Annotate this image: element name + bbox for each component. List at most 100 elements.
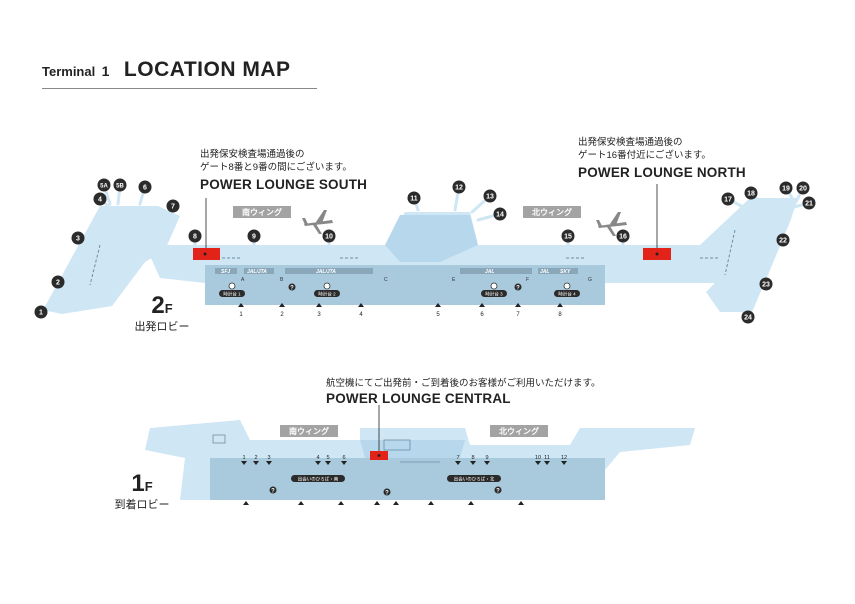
north-pier bbox=[700, 198, 798, 312]
north-wing-tag bbox=[490, 425, 548, 437]
south-lounge-note: 出発保安検査場通過後のゲート8番と9番の間にございます。 bbox=[200, 149, 352, 173]
gate-badge[interactable]: 5B bbox=[113, 178, 127, 192]
svg-text:?: ? bbox=[271, 489, 275, 495]
gate-badge[interactable]: 3 bbox=[71, 231, 85, 245]
airplane-icon bbox=[596, 212, 627, 236]
svg-text:F: F bbox=[526, 277, 529, 283]
gate-badge[interactable]: 21 bbox=[802, 196, 816, 210]
svg-text:14: 14 bbox=[496, 212, 504, 219]
gate-badge[interactable]: 12 bbox=[452, 180, 466, 194]
svg-text:12: 12 bbox=[455, 185, 463, 192]
gate-badge[interactable]: 23 bbox=[759, 277, 773, 291]
svg-text:23: 23 bbox=[762, 282, 770, 289]
svg-text:9: 9 bbox=[252, 234, 256, 241]
gate-badge[interactable]: 14 bbox=[493, 207, 507, 221]
svg-text:18: 18 bbox=[747, 191, 755, 198]
north-lounge-note: 出発保安検査場通過後のゲート16番付近にございます。 bbox=[578, 137, 711, 161]
exit-number: 7 bbox=[456, 455, 459, 461]
svg-text:北ウィング: 北ウィング bbox=[499, 426, 539, 436]
exit-number: 12 bbox=[561, 455, 567, 461]
central-lounge-name[interactable]: POWER LOUNGE CENTRAL bbox=[326, 391, 511, 406]
svg-text:?: ? bbox=[516, 286, 520, 292]
counter-label: JAL/JTA bbox=[316, 269, 336, 275]
south-pier bbox=[43, 206, 180, 314]
svg-text:5B: 5B bbox=[116, 184, 124, 190]
floor-1f-map: 南ウィング 北ウィング 1 2 3 4 5 6 7 8 9 10 11 bbox=[145, 405, 695, 505]
gate-badge[interactable]: 16 bbox=[616, 229, 630, 243]
info-point: 時計台 3 bbox=[485, 291, 503, 298]
gate-badge[interactable]: 19 bbox=[779, 181, 793, 195]
gate-badge[interactable]: 5A bbox=[97, 178, 111, 192]
svg-text:?: ? bbox=[290, 286, 294, 292]
meeting-point: 出会いのひろば・南 bbox=[298, 476, 339, 483]
exit-number: 6 bbox=[342, 455, 345, 461]
center-connector bbox=[385, 215, 478, 262]
gate-badge[interactable]: 7 bbox=[166, 199, 180, 213]
gate-badge[interactable]: 2 bbox=[51, 275, 65, 289]
gate-badge[interactable]: 11 bbox=[407, 191, 421, 205]
exit-number: 10 bbox=[535, 455, 541, 461]
floor-2f-map: SFJ JAL/JTA JAL/JTA JAL JAL SKY A B C E … bbox=[40, 184, 811, 319]
gate-badge[interactable]: 20 bbox=[796, 181, 810, 195]
svg-text:17: 17 bbox=[724, 197, 732, 204]
exit-number: 11 bbox=[544, 455, 550, 461]
exit-number: 2 bbox=[254, 455, 257, 461]
exit-number: 4 bbox=[316, 455, 319, 461]
gate-badge[interactable]: 10 bbox=[322, 229, 336, 243]
south-wing-tag bbox=[233, 206, 291, 218]
svg-text:21: 21 bbox=[805, 201, 813, 208]
svg-text:2: 2 bbox=[56, 280, 60, 287]
gate-badge[interactable]: 17 bbox=[721, 192, 735, 206]
central-lounge-note: 航空機にてご出発前・ご到着後のお客様がご利用いただけます。 bbox=[326, 378, 601, 389]
exit-number: 5 bbox=[326, 455, 329, 461]
entrance-number: 5 bbox=[436, 312, 440, 318]
gate-badge[interactable]: 15 bbox=[561, 229, 575, 243]
gate-badge[interactable]: 8 bbox=[188, 229, 202, 243]
svg-text:22: 22 bbox=[779, 238, 787, 245]
svg-text:A: A bbox=[241, 277, 245, 283]
svg-text:G: G bbox=[588, 277, 592, 283]
entrance-number: 7 bbox=[516, 312, 520, 318]
svg-text:11: 11 bbox=[410, 196, 418, 203]
south-lounge-name[interactable]: POWER LOUNGE SOUTH bbox=[200, 177, 368, 192]
entrance-number: 4 bbox=[359, 312, 363, 318]
gate-badge[interactable]: 9 bbox=[247, 229, 261, 243]
gate-badges: 1 2 3 4 5A 5B 6 7 8 9 10 11 12 13 14 15 … bbox=[34, 178, 816, 324]
svg-text:24: 24 bbox=[744, 315, 752, 322]
exit-number: 3 bbox=[267, 455, 270, 461]
entrance-number: 2 bbox=[280, 312, 284, 318]
info-point: 時計台 4 bbox=[558, 291, 576, 298]
counter-label: JAL bbox=[540, 269, 549, 275]
arrival-lobby bbox=[210, 458, 605, 500]
south-wing-tag bbox=[280, 425, 338, 437]
page-title: Terminal 1 LOCATION MAP bbox=[42, 58, 317, 89]
svg-text:10: 10 bbox=[325, 234, 333, 241]
entrance-number: 8 bbox=[558, 312, 562, 318]
svg-text:15: 15 bbox=[564, 234, 572, 241]
counter-label: SKY bbox=[560, 269, 571, 275]
svg-text:C: C bbox=[384, 277, 388, 283]
svg-text:3: 3 bbox=[76, 236, 80, 243]
info-point: 時計台 2 bbox=[318, 291, 336, 298]
gate-badge[interactable]: 6 bbox=[138, 180, 152, 194]
svg-text:B: B bbox=[280, 277, 284, 283]
exit-number: 9 bbox=[485, 455, 488, 461]
gate-badge[interactable]: 24 bbox=[741, 310, 755, 324]
north-wing-tag bbox=[523, 206, 581, 218]
svg-text:E: E bbox=[452, 277, 456, 283]
gate-badge[interactable]: 4 bbox=[93, 192, 107, 206]
gate-badge[interactable]: 18 bbox=[744, 186, 758, 200]
svg-text:南ウィング: 南ウィング bbox=[289, 426, 329, 436]
entrance-number: 3 bbox=[317, 312, 321, 318]
gate-badge[interactable]: 22 bbox=[776, 233, 790, 247]
svg-text:?: ? bbox=[385, 491, 389, 497]
floor-2f-label: 2F 出発ロビー bbox=[134, 292, 190, 333]
airplane-icon bbox=[302, 210, 333, 234]
svg-text:16: 16 bbox=[619, 234, 627, 241]
gate-badge[interactable]: 1 bbox=[34, 305, 48, 319]
counter-label: JAL/JTA bbox=[247, 269, 267, 275]
north-lounge-name[interactable]: POWER LOUNGE NORTH bbox=[578, 165, 746, 180]
svg-text:南ウィング: 南ウィング bbox=[242, 207, 282, 217]
gate-badge[interactable]: 13 bbox=[483, 189, 497, 203]
